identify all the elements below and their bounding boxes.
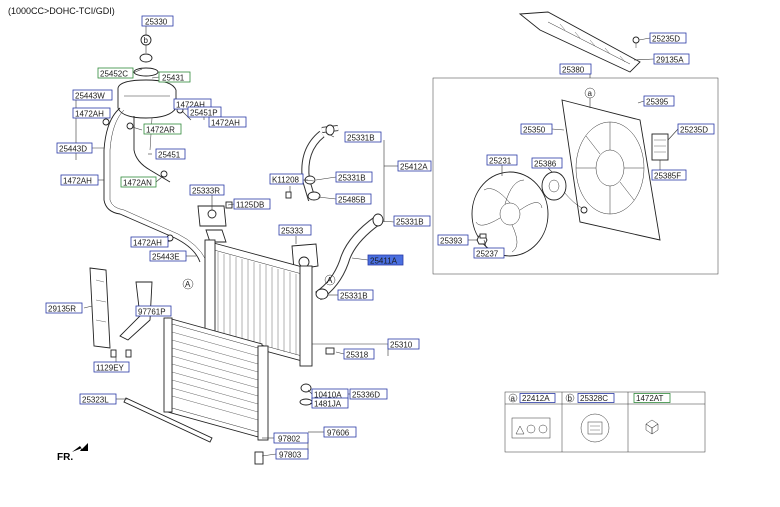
label-K11208: K11208 [272, 176, 300, 185]
condenser-part [163, 317, 269, 441]
label-1472AR: 1472AR [146, 126, 175, 135]
label-25333: 25333 [281, 227, 304, 236]
clamp-part [126, 122, 134, 130]
fan-assembly-frame [432, 77, 719, 275]
label-25452C: 25452C [100, 70, 128, 79]
hose-edge [109, 109, 207, 261]
overflow-hose-part [103, 107, 201, 263]
label-25443D: 25443D [59, 145, 87, 154]
bolt-part [285, 191, 292, 199]
label-10410A: 10410A [314, 391, 342, 400]
clamp-part [102, 118, 110, 126]
legend-a-code: 22412A [522, 394, 550, 403]
radiator-bracket-upper-part [197, 205, 227, 243]
drain-plug-part [299, 383, 313, 406]
upper-air-guide-part [518, 11, 641, 73]
label-97803: 97803 [279, 451, 302, 460]
seal-strip-part [123, 397, 213, 443]
label-25336D: 25336D [352, 391, 380, 400]
warning-label-icon [511, 417, 551, 439]
bolt-part [632, 36, 640, 48]
legend-b-marker: b [568, 394, 573, 403]
label-25395: 25395 [646, 98, 669, 107]
callout-a-shroud: a [588, 89, 593, 98]
label-25350: 25350 [523, 126, 546, 135]
reservoir-hose-part [133, 116, 171, 183]
label-97606: 97606 [327, 429, 350, 438]
label-1472AH-a: 1472AH [75, 110, 104, 119]
label-25237: 25237 [476, 250, 499, 259]
label-25331B-c: 25331B [396, 218, 424, 227]
label-25331B-d: 25331B [340, 292, 368, 301]
label-25323L: 25323L [82, 396, 109, 405]
label-25385F: 25385F [654, 172, 681, 181]
engine-header: (1000CC>DOHC-TCI/GDI) [8, 6, 115, 16]
fan-shroud-part [561, 99, 661, 241]
label-1125DB: 1125DB [236, 201, 264, 210]
cap-label-icon [580, 413, 610, 443]
label-25235D-b: 25235D [680, 126, 708, 135]
label-25318: 25318 [346, 351, 369, 360]
label-25393: 25393 [440, 237, 463, 246]
label-25485B: 25485B [338, 196, 366, 205]
label-25331B-a: 25331B [347, 134, 375, 143]
label-25386: 25386 [534, 160, 557, 169]
callout-circle [182, 278, 194, 290]
label-25412A: 25412A [400, 163, 428, 172]
clip-icon [645, 419, 659, 435]
label-1472AN: 1472AN [123, 179, 152, 188]
part-labels: 25330 25452C 25431 25443W 1472AH 1472AH … [45, 15, 715, 460]
label-1472AH-d: 1472AH [63, 177, 92, 186]
air-guard-part [89, 267, 111, 349]
label-1472AH-c: 1472AH [211, 119, 240, 128]
label-25235D-a: 25235D [652, 35, 680, 44]
legend-b-code: 25328C [580, 394, 608, 403]
cooling-fan-part [471, 171, 549, 257]
callout-b-cap: b [144, 36, 149, 45]
label-29135A: 29135A [656, 56, 684, 65]
clamp-part [160, 170, 168, 178]
radiator-bracket-part [291, 243, 319, 271]
label-25443E: 25443E [152, 253, 180, 262]
label-97802: 97802 [278, 435, 301, 444]
callout-a-right: A [327, 276, 333, 285]
label-1481JA: 1481JA [314, 400, 342, 409]
legend-c-code: 1472AT [636, 394, 664, 403]
receiver-drier-part [254, 451, 264, 465]
label-1472AH-e: 1472AH [133, 239, 162, 248]
label-25231: 25231 [489, 157, 512, 166]
resistor-part [651, 133, 669, 161]
label-25330: 25330 [145, 18, 168, 27]
callout-a-left: A [185, 280, 191, 289]
label-25380: 25380 [562, 66, 585, 75]
label-25451: 25451 [158, 151, 181, 160]
label-25331B-b: 25331B [338, 174, 366, 183]
legend-table: a 22412A b 25328C 1472AT [504, 391, 706, 453]
front-direction-label: FR. [57, 452, 73, 463]
front-arrow-icon [72, 443, 88, 452]
label-1472AH-b: 1472AH [176, 101, 205, 110]
bolt-part [110, 349, 132, 358]
sensor-part [325, 347, 335, 355]
radiator-part [204, 239, 313, 367]
legend-a-marker: a [511, 394, 516, 403]
label-97761P: 97761P [138, 308, 166, 317]
label-25310: 25310 [390, 341, 413, 350]
washer-part [479, 233, 487, 239]
radiator-lower-hose-part [315, 213, 384, 301]
fan-motor-part [541, 171, 588, 214]
callout-circle [324, 274, 336, 286]
label-25333R: 25333R [192, 187, 220, 196]
label-29135R: 29135R [48, 305, 76, 314]
label-25431: 25431 [162, 74, 185, 83]
label-25411A: 25411A [370, 257, 398, 266]
label-1129EY: 1129EY [96, 364, 125, 373]
label-25443W: 25443W [75, 92, 105, 101]
reservoir-tank-part [117, 67, 177, 119]
reservoir-cap-part: b [139, 34, 153, 63]
label-25451P: 25451P [190, 109, 218, 118]
